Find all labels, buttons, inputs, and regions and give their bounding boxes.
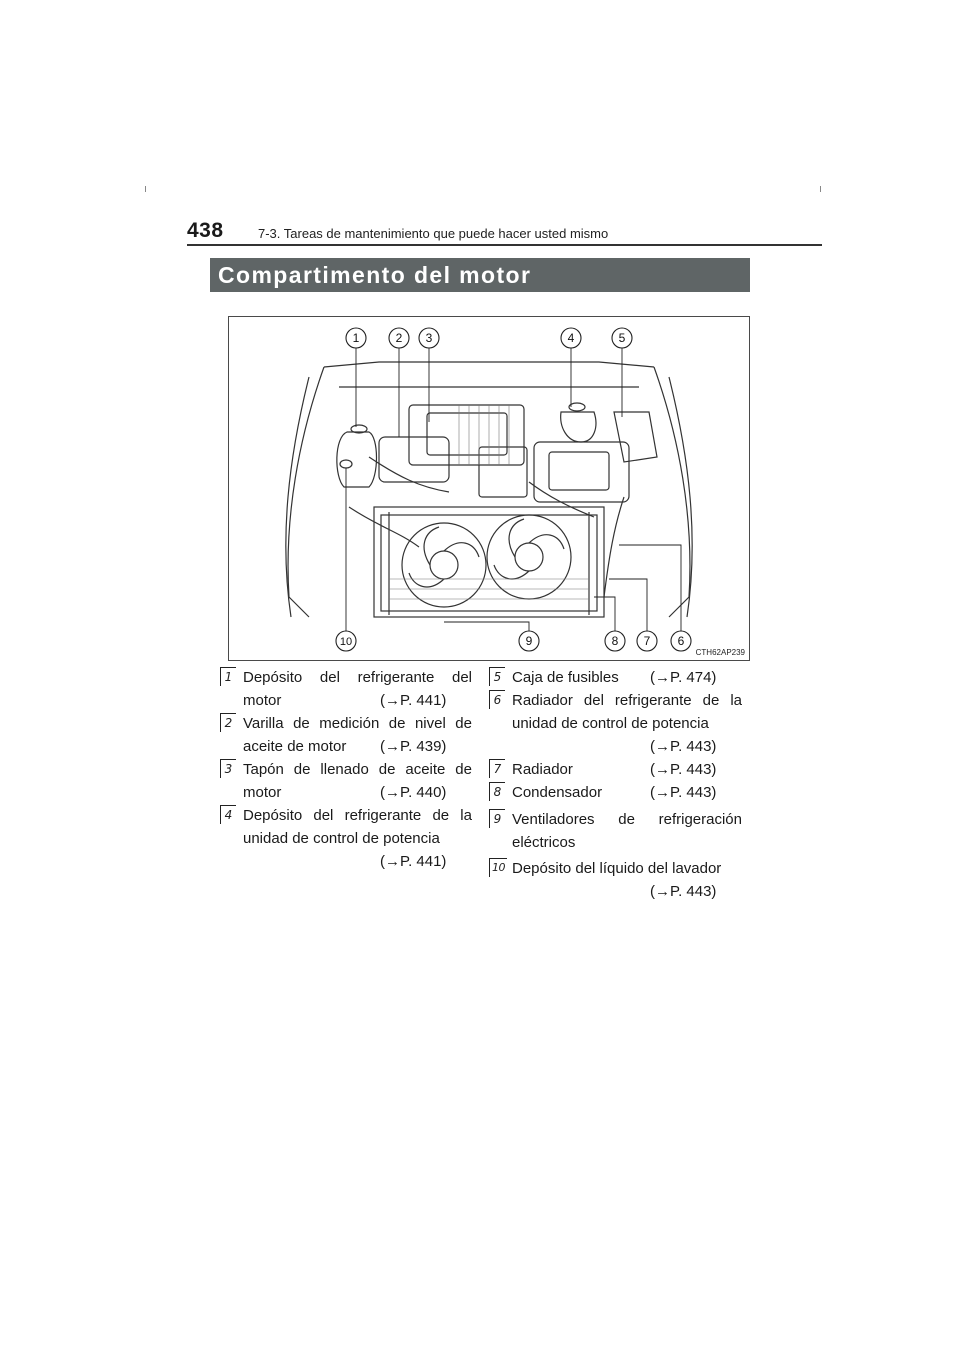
legend-number-badge: 9 [489, 809, 505, 828]
legend-line: unidad de control de potencia [243, 830, 440, 847]
legend-line: Caja de fusibles [512, 669, 619, 686]
legend-number-badge: 8 [489, 782, 505, 801]
callout-7: 7 [644, 634, 651, 648]
page-number: 438 [187, 219, 224, 242]
running-header: 7-3. Tareas de mantenimiento que puede h… [258, 226, 609, 241]
legend-line: motor [243, 692, 282, 709]
legend-number-badge: 4 [220, 805, 236, 824]
legend-item-6: 6 Radiador del refrigerante de la unidad… [489, 689, 742, 758]
legend-line: Ventiladores de refrigeración [512, 811, 742, 828]
legend-number-badge: 1 [220, 667, 236, 686]
callout-9: 9 [526, 634, 533, 648]
legend-item-5: 5 Caja de fusibles (→P. 474) [489, 666, 742, 689]
legend-line: Tapón de llenado de aceite de [243, 761, 472, 778]
engine-diagram: 1 2 3 4 5 6 7 8 9 10 [285, 327, 693, 652]
legend-line: Radiador del refrigerante de la [512, 692, 742, 709]
legend-item-1: 1 Depósito del refrigerante del motor (→… [220, 666, 472, 712]
legend-line: motor [243, 784, 282, 801]
figure-code: CTH62AP239 [695, 648, 745, 657]
legend-item-10: 10 Depósito del líquido del lavador (→P.… [489, 857, 742, 903]
page-reference: (→P. 443) [650, 761, 717, 778]
callout-8: 8 [612, 634, 619, 648]
callout-6: 6 [678, 634, 685, 648]
crop-mark-left [145, 186, 146, 192]
header-rule [187, 244, 822, 246]
callout-4: 4 [568, 331, 575, 345]
legend-line: Depósito del refrigerante de la [243, 807, 472, 824]
legend-line: Condensador [512, 784, 603, 801]
legend-line: eléctricos [512, 834, 576, 851]
legend-item-8: 8 Condensador (→P. 443) [489, 781, 742, 804]
legend-line: aceite de motor [243, 738, 347, 755]
legend-number-badge: 10 [489, 858, 507, 877]
legend-item-9: 9 Ventiladores de refrigeración eléctric… [489, 808, 742, 854]
section-title: Compartimento del motor [210, 258, 750, 292]
legend-line: Depósito del líquido del lavador [512, 860, 722, 877]
callout-1: 1 [353, 331, 360, 345]
page-reference: (→P. 443) [650, 784, 717, 801]
legend-line: Varilla de medición de nivel de [243, 715, 472, 732]
page-reference: (→P. 443) [650, 738, 717, 755]
legend-line: Radiador [512, 761, 573, 778]
engine-compartment-figure: 1 2 3 4 5 6 7 8 9 10 CTH62AP239 [228, 316, 750, 661]
legend-number-badge: 7 [489, 759, 505, 778]
legend-number-badge: 6 [489, 690, 505, 709]
legend-line: Depósito del refrigerante del [243, 669, 472, 686]
legend-number-badge: 5 [489, 667, 505, 686]
callout-2: 2 [396, 331, 403, 345]
legend-item-4: 4 Depósito del refrigerante de la unidad… [220, 804, 472, 873]
legend-item-3: 3 Tapón de llenado de aceite de motor (→… [220, 758, 472, 804]
legend-number-badge: 3 [220, 759, 236, 778]
legend-item-2: 2 Varilla de medición de nivel de aceite… [220, 712, 472, 758]
legend-item-7: 7 Radiador (→P. 443) [489, 758, 742, 781]
page-reference: (→P. 439) [380, 738, 447, 755]
page-reference: (→P. 440) [380, 784, 447, 801]
legend-line: unidad de control de potencia [512, 715, 709, 732]
page-reference: (→P. 443) [650, 883, 717, 900]
page-reference: (→P. 441) [380, 853, 447, 870]
callout-10: 10 [340, 636, 352, 648]
legend-number-badge: 2 [220, 713, 236, 732]
crop-mark-right [820, 186, 821, 192]
page-reference: (→P. 441) [380, 692, 447, 709]
page-reference: (→P. 474) [650, 669, 717, 686]
callout-5: 5 [619, 331, 626, 345]
callout-3: 3 [426, 331, 433, 345]
